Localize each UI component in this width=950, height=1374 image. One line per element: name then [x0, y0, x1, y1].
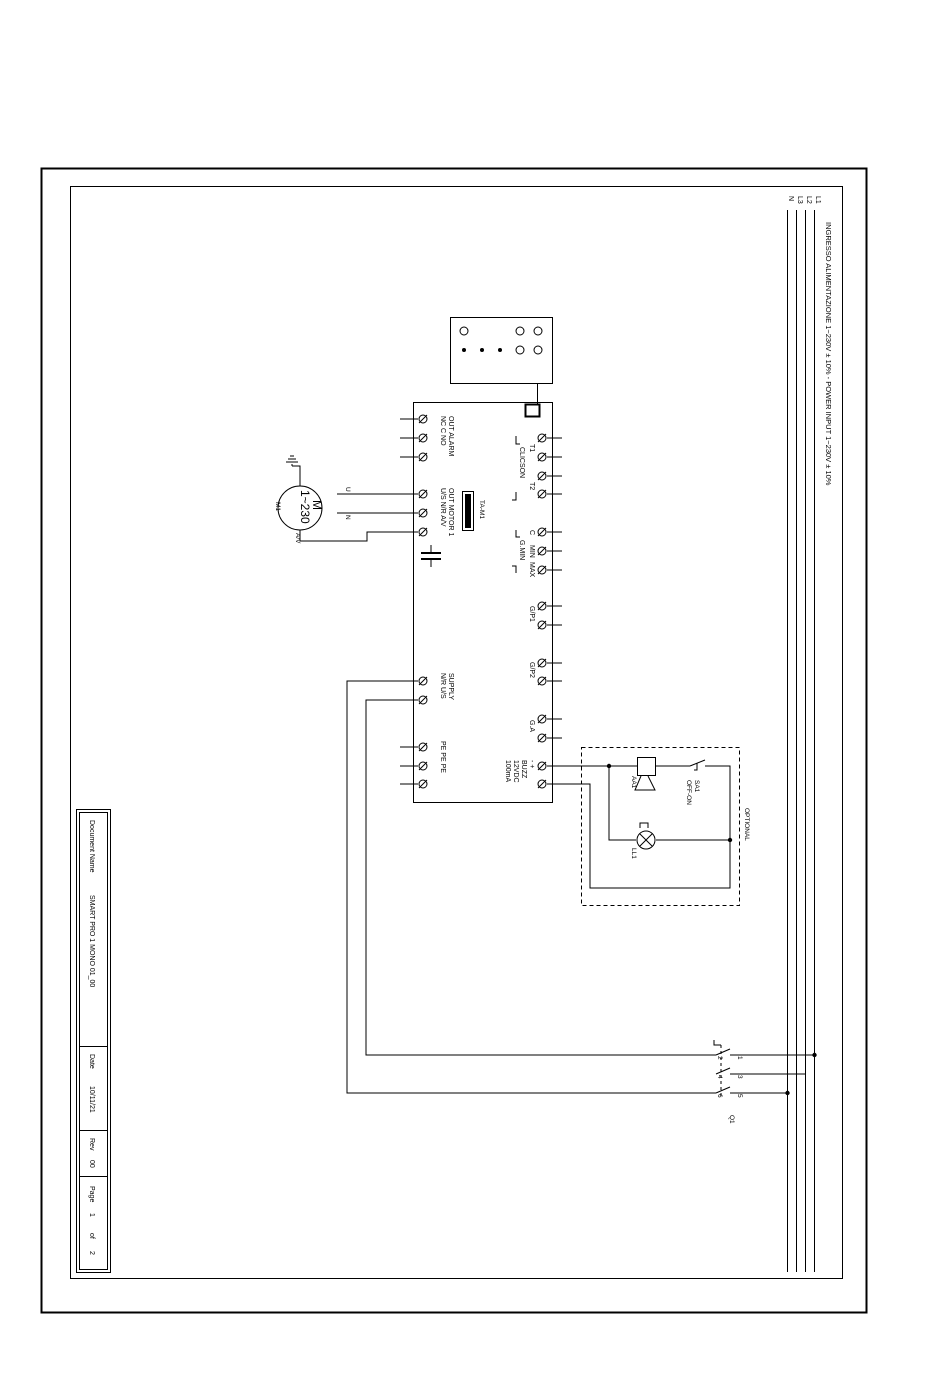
probe-box — [450, 317, 553, 418]
label-clicson: CLICSON — [518, 447, 525, 478]
label-ta-m1: TA-M1 — [478, 500, 485, 519]
supply-lines — [787, 210, 815, 1272]
controller-block — [413, 402, 553, 803]
motor-symbol: M — [310, 500, 324, 510]
motor-n: N — [344, 515, 351, 520]
q1-label: Q1 — [728, 1115, 735, 1124]
label-gp2: G/P2 — [528, 662, 535, 678]
motor-icon: M 1~230 M1 U N A/V — [274, 485, 351, 544]
supply-title: INGRESSO ALIMENTAZIONE 1~230V ± 10% - PO… — [824, 222, 833, 486]
q1-pin-1: 1 — [736, 1056, 743, 1060]
label-max: MAX — [528, 562, 535, 578]
label-ga: G.A — [528, 720, 535, 732]
page-total: 2 — [88, 1251, 95, 1255]
q1-pin-4: 4 — [716, 1075, 723, 1079]
junction-n — [785, 1090, 790, 1096]
q1-pin-2: 2 — [716, 1056, 723, 1060]
doc-name-label: Document Name — [88, 820, 95, 873]
buzzer-label: AA1 — [630, 776, 637, 789]
doc-name-value: SMART PRO 1 MONO 01_00 — [88, 895, 95, 987]
inner-frame — [70, 186, 843, 1279]
label-min: MIN — [528, 545, 535, 558]
switch-state: OFF-ON — [685, 780, 692, 805]
label-pe: PE PE PE — [439, 741, 446, 773]
label-t2: T2 — [528, 482, 535, 490]
capacitor-icon — [421, 545, 441, 567]
top-terminals — [547, 437, 562, 785]
motor-u: U — [344, 487, 351, 492]
line-label-l3: L3 — [796, 196, 803, 204]
junction-buzz — [606, 763, 612, 769]
label-buzz-curr: 100mA — [504, 760, 511, 783]
label-alarm-pins: NC C NO — [439, 416, 446, 446]
q1-pin-6: 6 — [716, 1094, 723, 1098]
optional-wiring — [562, 765, 731, 889]
label-gp1: G/P1 — [528, 606, 535, 622]
motor-rating: 1~230 — [298, 490, 312, 524]
label-t1: T1 — [528, 444, 535, 452]
motor-id: M1 — [274, 502, 281, 511]
optional-title: OPTIONAL — [743, 808, 750, 841]
page-label: Page — [88, 1186, 95, 1202]
lamp-icon — [636, 822, 656, 850]
page-of: of — [88, 1233, 95, 1239]
ground-icon — [286, 455, 298, 466]
supply-wiring — [346, 680, 716, 1094]
line-label-l2: L2 — [805, 196, 812, 204]
rev-value: 00 — [88, 1160, 95, 1168]
q1-pin-5: 5 — [736, 1094, 743, 1098]
label-supply-pins: N/R U/S — [439, 673, 446, 699]
label-gmin: G.MIN — [518, 540, 525, 560]
buzzer-icon — [634, 757, 656, 791]
date-label: Date — [88, 1054, 95, 1069]
junction-l1 — [812, 1052, 817, 1058]
rev-label: Rev — [88, 1138, 95, 1151]
label-buzz-volt: 12VDC — [512, 760, 519, 783]
motor-wiring — [292, 465, 400, 542]
lamp-label: LL1 — [630, 848, 637, 859]
label-c: C — [528, 530, 535, 535]
line-label-l1: L1 — [814, 196, 821, 204]
label-out-alarm: OUT ALARM — [447, 416, 454, 456]
q1-pin-3: 3 — [736, 1075, 743, 1079]
motor-av: A/V — [294, 533, 301, 544]
label-buzz-pol: - + — [528, 760, 535, 768]
label-supply: SUPPLY — [447, 673, 454, 700]
outer-frame — [40, 167, 868, 1314]
breaker-q1 — [713, 1040, 814, 1098]
optional-box — [581, 747, 740, 906]
junction-lamp — [727, 837, 733, 843]
title-block — [76, 809, 111, 1273]
page-number: 1 — [88, 1213, 95, 1217]
left-terminals — [400, 418, 418, 785]
label-out-motor: OUT MOTOR 1 — [447, 488, 454, 536]
ta-m1-device: TA-M1 — [462, 491, 485, 531]
switch-icon — [689, 759, 706, 771]
label-motor-pins: U/S N/R A/V — [439, 488, 446, 527]
line-label-n: N — [787, 196, 794, 201]
label-buzz: BUZZ — [520, 760, 527, 779]
switch-label: SA1 — [693, 780, 700, 793]
date-value: 10/11/21 — [88, 1086, 95, 1113]
